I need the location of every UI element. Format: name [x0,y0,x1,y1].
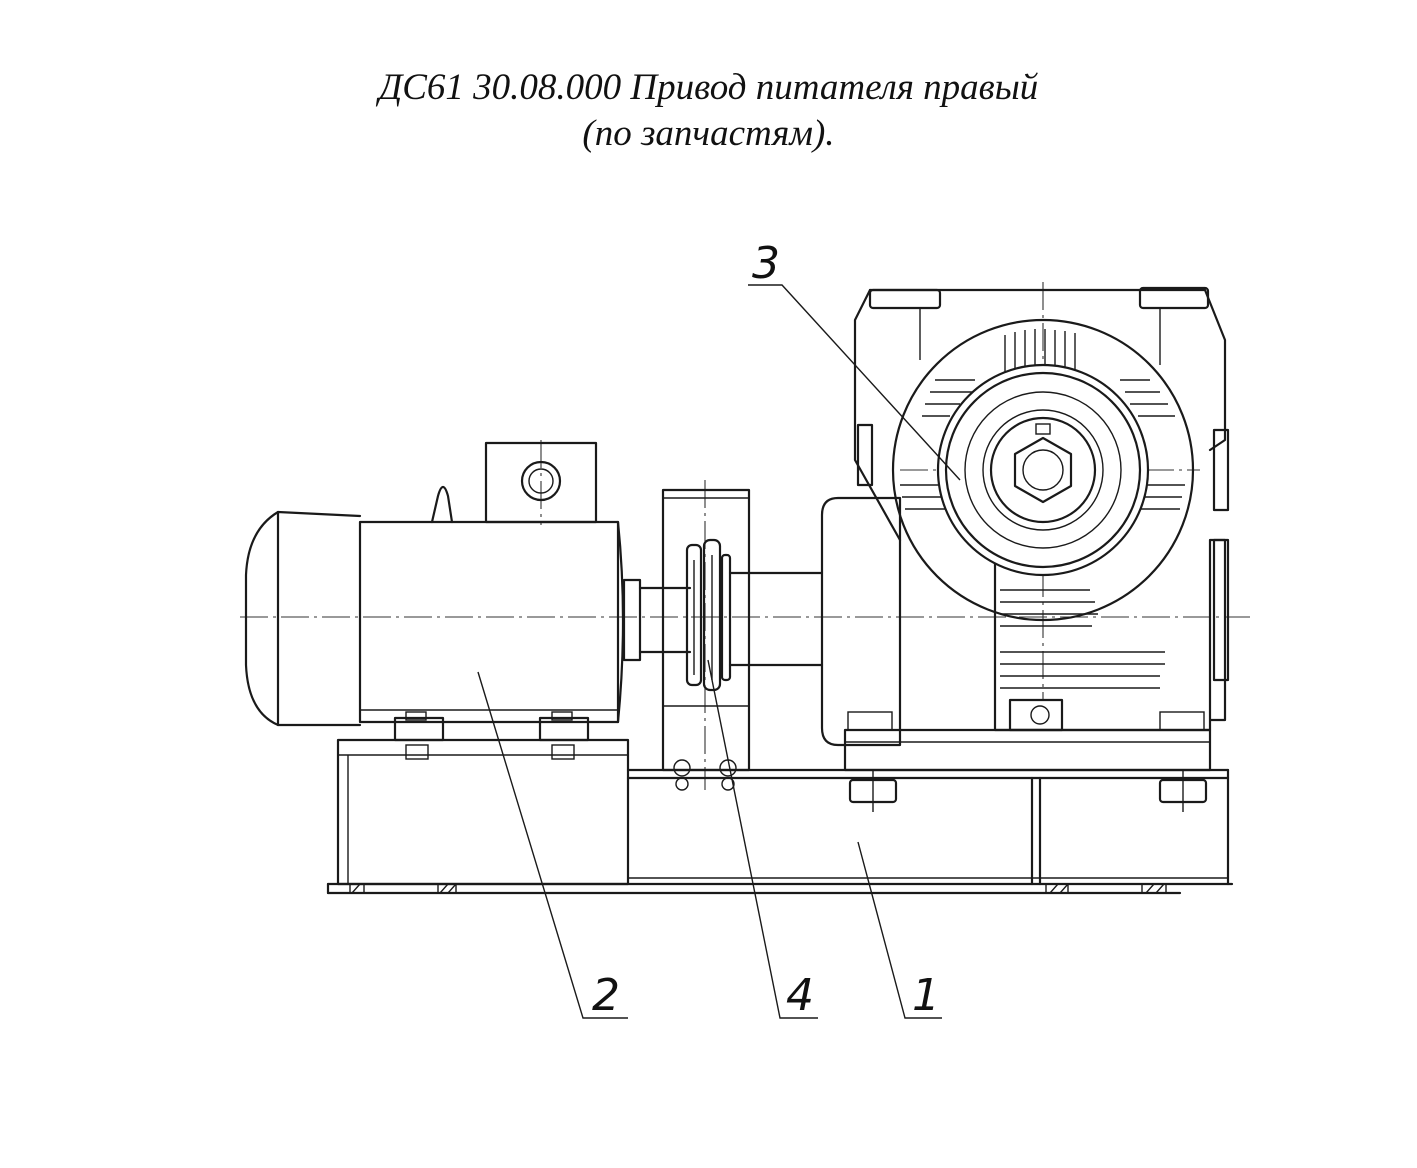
callout-2: 2 [592,970,620,1021]
coupling [638,488,824,791]
electric-motor [244,441,642,760]
base-frame [326,728,1234,895]
leader-lines [477,284,961,1019]
anchor-bolts [848,770,1208,812]
drawing-title: ДС61 30.08.000 Привод питателя правый [378,67,1039,108]
worm-reducer [820,286,1230,747]
callout-3: 3 [752,238,780,289]
callout-1: 1 [912,970,940,1021]
callout-4: 4 [786,970,814,1021]
drawing-subtitle: (по запчастям). [582,113,835,154]
